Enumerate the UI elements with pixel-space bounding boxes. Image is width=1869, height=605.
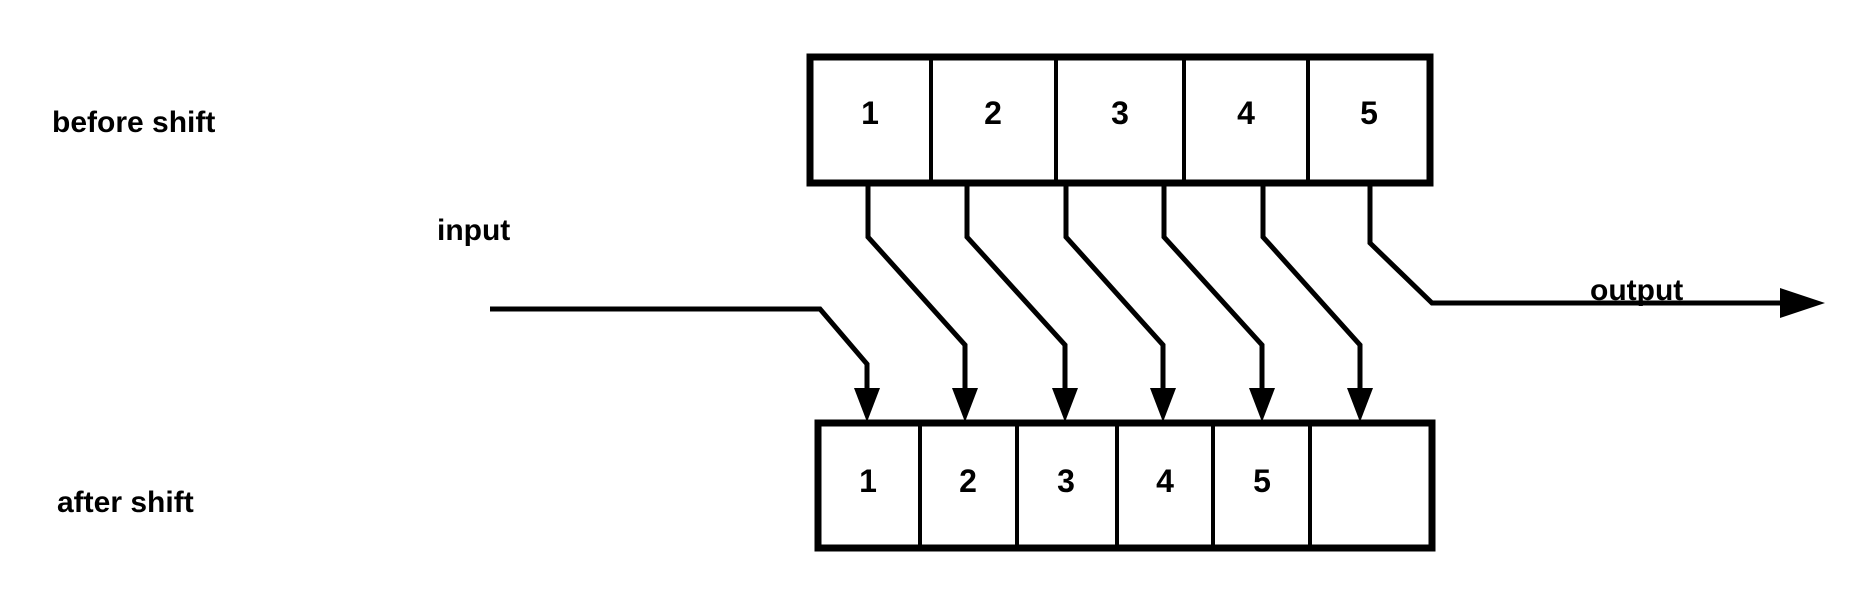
- register-after-cell-3: 3: [1057, 463, 1075, 499]
- shift-arrow-group: [865, 183, 1373, 422]
- shift-arrow-1: [865, 183, 978, 422]
- register-before-cell-4: 4: [1237, 95, 1255, 131]
- shift-arrow-1-head: [952, 388, 978, 422]
- shift-arrow-3-head: [1150, 388, 1176, 422]
- register-before-cell-1: 1: [861, 95, 879, 131]
- register-after-cell-1: 1: [859, 463, 877, 499]
- register-after-outline: [814, 419, 1436, 552]
- output-connector: [1367, 183, 1825, 318]
- label-before-shift: before shift: [52, 106, 215, 139]
- shift-arrow-4: [1161, 183, 1275, 422]
- shift-arrow-2: [964, 183, 1078, 422]
- register-after-cell-5: 5: [1253, 463, 1271, 499]
- shift-arrow-3-path: [1063, 183, 1166, 400]
- shift-arrow-2-path: [964, 183, 1068, 400]
- register-before-cell-5: 5: [1360, 95, 1378, 131]
- register-before-shift: 1 2 3 4 5: [806, 53, 1434, 187]
- shift-arrow-4-path: [1161, 183, 1265, 400]
- register-before-cell-3: 3: [1111, 95, 1129, 131]
- shift-arrow-2-head: [1052, 388, 1078, 422]
- input-arrow-head: [854, 388, 880, 422]
- label-after-shift: after shift: [57, 486, 194, 519]
- register-before-cell-2: 2: [984, 95, 1002, 131]
- register-after-cell-2: 2: [959, 463, 977, 499]
- shift-arrow-4-head: [1249, 388, 1275, 422]
- output-arrow-head: [1780, 288, 1825, 318]
- shift-arrow-5: [1260, 183, 1373, 422]
- shift-arrow-3: [1063, 183, 1176, 422]
- shift-arrow-5-path: [1260, 183, 1363, 400]
- input-connector: [490, 306, 880, 422]
- shift-arrow-1-path: [865, 183, 968, 400]
- register-after-shift: 1 2 3 4 5: [814, 419, 1436, 552]
- shift-arrow-5-head: [1347, 388, 1373, 422]
- output-connector-path: [1367, 183, 1795, 306]
- label-input: input: [437, 214, 510, 247]
- register-after-cell-4: 4: [1156, 463, 1174, 499]
- label-output: output: [1590, 274, 1683, 307]
- input-connector-path: [490, 306, 870, 400]
- register-before-outline: [806, 53, 1434, 187]
